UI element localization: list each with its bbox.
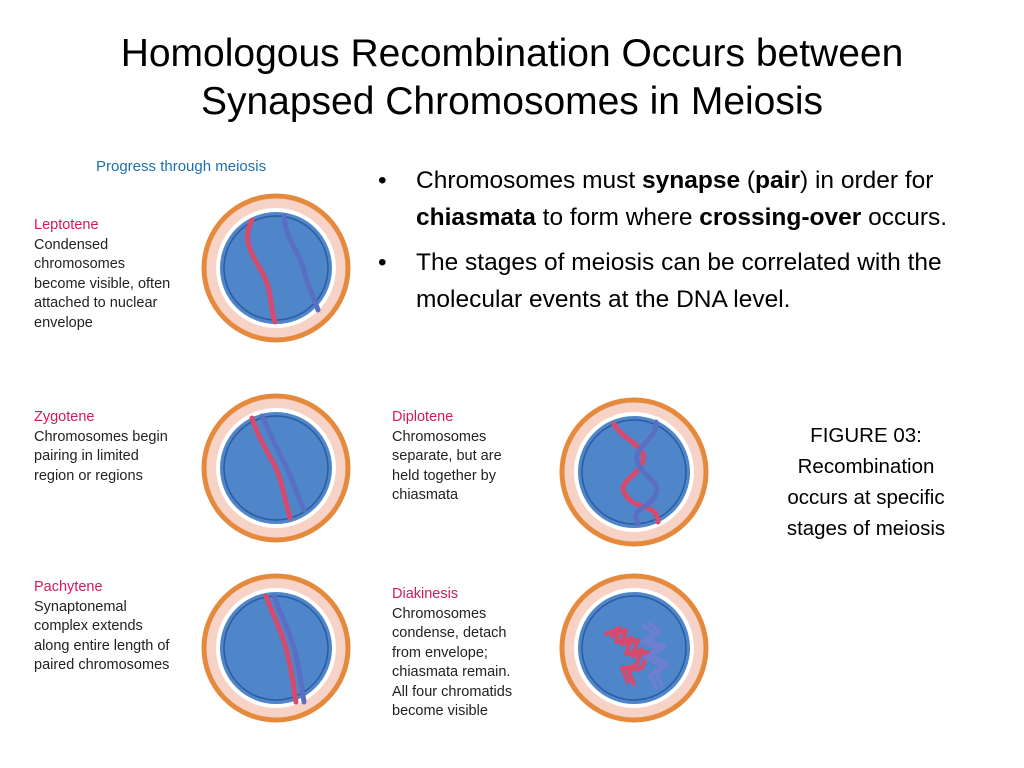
stage-label-diplotene: Diplotene Chromosomes separate, but are … — [392, 408, 502, 506]
stage-label-pachytene: Pachytene Synaptonemal complex extends a… — [34, 578, 169, 676]
cell-zygotene — [200, 392, 352, 544]
diplotene-nucleus-illustration — [559, 397, 709, 547]
stage-description: Chromosomes begin pairing in limited reg… — [34, 428, 168, 484]
stage-name: Diplotene — [392, 409, 454, 425]
stage-description: Chromosomes condense, detach from envelo… — [392, 605, 513, 720]
bullet-item: The stages of meiosis can be correlated … — [372, 244, 972, 318]
bullet-text: to form where — [535, 204, 700, 231]
bullet-text: occurs. — [861, 204, 948, 231]
leptotene-nucleus-illustration — [201, 193, 351, 343]
cell-diakinesis — [558, 572, 710, 724]
slide-title-line-1: Homologous Recombination Occurs between — [120, 32, 904, 75]
bullet-text: ( — [740, 167, 756, 194]
bullet-text: ) in order for — [799, 167, 934, 194]
diakinesis-nucleus-illustration — [559, 573, 709, 723]
zygotene-nucleus-illustration — [201, 393, 351, 543]
cell-pachytene — [200, 572, 352, 724]
bullet-bold-term: crossing-over — [699, 204, 862, 231]
figure-caption: FIGURE 03: Recombination occurs at speci… — [786, 424, 946, 540]
pachytene-nucleus-illustration — [201, 573, 351, 723]
bullet-bold-term: pair — [755, 167, 800, 194]
bullet-bold-term: synapse — [642, 167, 741, 194]
stage-description: Chromosomes separate, but are held toget… — [392, 428, 502, 504]
stage-label-leptotene: Leptotene Condensed chromosomes become v… — [34, 216, 170, 333]
bullet-bold-term: chiasmata — [416, 204, 536, 231]
stage-name: Leptotene — [34, 217, 99, 233]
slide-title: Homologous Recombination Occurs between … — [0, 30, 1024, 126]
bullet-list: Chromosomes must synapse (pair) in order… — [372, 162, 972, 326]
cell-leptotene — [200, 192, 352, 344]
stage-name: Pachytene — [34, 579, 103, 595]
stage-name: Zygotene — [34, 409, 95, 425]
bullet-text: Chromosomes must — [416, 167, 643, 194]
stage-description: Synaptonemal complex extends along entir… — [34, 598, 170, 674]
bullet-text: The stages of meiosis can be correlated … — [416, 249, 942, 313]
slide-title-line-2: Synapsed Chromosomes in Meiosis — [200, 80, 824, 123]
cell-diplotene — [558, 396, 710, 548]
figure-heading: Progress through meiosis — [96, 158, 267, 175]
stage-label-zygotene: Zygotene Chromosomes begin pairing in li… — [34, 408, 168, 486]
stage-name: Diakinesis — [392, 586, 459, 602]
stage-label-diakinesis: Diakinesis Chromosomes condense, detach … — [392, 585, 512, 722]
stage-description: Condensed chromosomes become visible, of… — [34, 236, 171, 331]
bullet-item: Chromosomes must synapse (pair) in order… — [372, 162, 972, 236]
